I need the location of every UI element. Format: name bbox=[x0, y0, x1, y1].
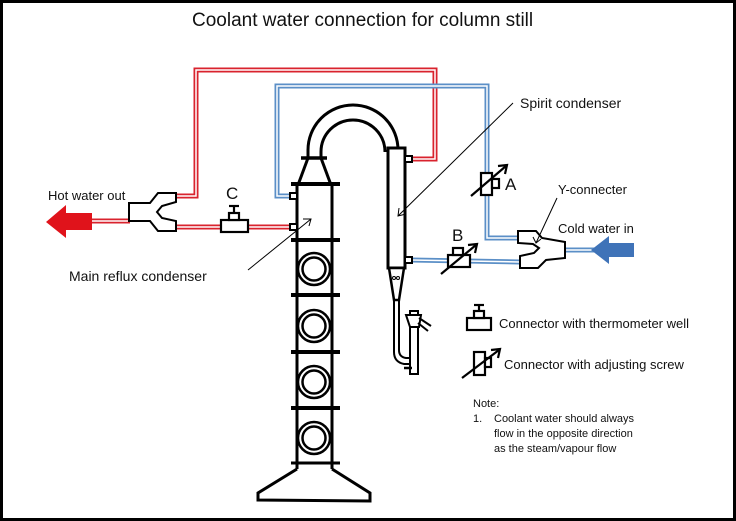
connector-a-adjusting-screw bbox=[470, 163, 509, 197]
sight-glasses bbox=[296, 251, 332, 456]
note-heading: Note: bbox=[473, 398, 500, 410]
vapour-bend bbox=[306, 103, 400, 158]
pointer-lines bbox=[247, 102, 558, 271]
y-connector-hot bbox=[128, 192, 177, 232]
pointer-main-reflux bbox=[247, 218, 312, 271]
column-base bbox=[256, 467, 372, 503]
legend-thermometer-well-icon bbox=[465, 303, 493, 332]
label-spirit-condenser: Spirit condenser bbox=[520, 95, 622, 111]
hot-water-out-arrow bbox=[46, 205, 92, 238]
connector-b-adjusting-screw bbox=[440, 242, 479, 275]
pointer-spirit-condenser bbox=[397, 102, 514, 217]
spirit-condenser bbox=[386, 146, 432, 375]
label-cold-water-in: Cold water in bbox=[558, 221, 634, 236]
pointer-y-connecter bbox=[535, 197, 558, 244]
label-main-reflux-condenser: Main reflux condenser bbox=[69, 268, 207, 284]
connector-c-thermometer-well bbox=[219, 204, 250, 234]
note-item-number: 1. bbox=[473, 413, 483, 425]
label-connector-b: B bbox=[452, 226, 464, 245]
hot-water-lines bbox=[90, 67, 438, 230]
legend-adjusting-screw-icon bbox=[461, 347, 502, 379]
label-connector-c: C bbox=[226, 184, 239, 203]
note-line: as the steam/vapour flow bbox=[494, 443, 617, 455]
legend-thermometer-well-label: Connector with thermometer well bbox=[499, 316, 690, 331]
label-hot-water-out: Hot water out bbox=[48, 188, 126, 203]
note-line: flow in the opposite direction bbox=[494, 428, 633, 440]
legend-adjusting-screw-label: Connector with adjusting screw bbox=[504, 357, 684, 372]
label-y-connecter: Y-connecter bbox=[558, 182, 627, 197]
cold-water-in-arrow bbox=[591, 236, 634, 264]
column-still bbox=[256, 103, 400, 503]
label-connector-a: A bbox=[505, 175, 517, 194]
y-connector-cold bbox=[517, 230, 566, 269]
note-line: Coolant water should always bbox=[494, 413, 635, 425]
diagram-title: Coolant water connection for column stil… bbox=[192, 10, 534, 31]
